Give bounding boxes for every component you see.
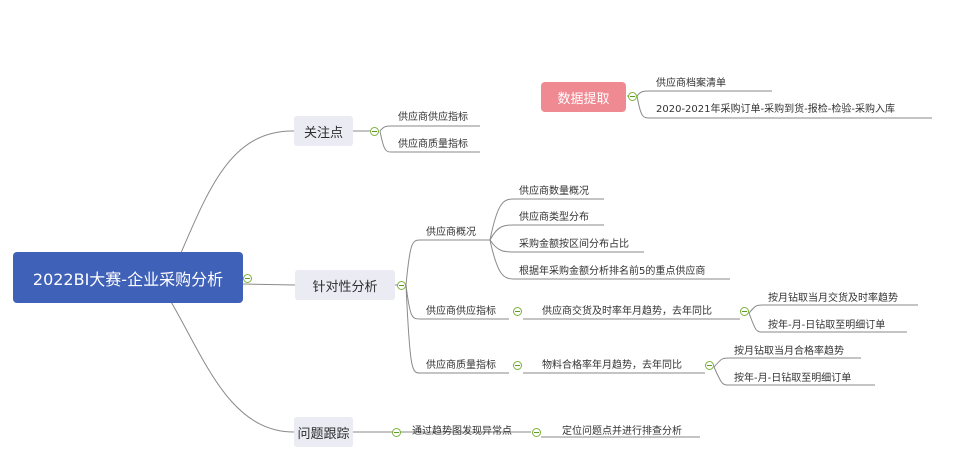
focus-label: 关注点 [303, 125, 343, 141]
quality-trend[interactable]: 物料合格率年月趋势，去年同比 [542, 360, 682, 371]
supply-item-2[interactable]: 按年-月-日钻取至明细订单 [768, 320, 886, 331]
supply-item-1[interactable]: 按月钻取当月交货及时率趋势 [768, 293, 898, 304]
focus-item-1[interactable]: 供应商供应指标 [398, 112, 468, 123]
quality-item-2[interactable]: 按年-月-日钻取至明细订单 [734, 373, 852, 384]
supply-node[interactable]: 供应商供应指标 [426, 306, 496, 317]
supply-collapse-icon[interactable] [513, 307, 522, 316]
extract-item-2[interactable]: 2020-2021年采购订单-采购到货-报检-检验-采购入库 [656, 104, 895, 115]
tracking-step-2[interactable]: 定位问题点并进行排查分析 [562, 426, 682, 437]
overview-item-2[interactable]: 供应商类型分布 [519, 212, 589, 223]
focus-collapse-icon[interactable] [370, 127, 379, 136]
overview-item-1[interactable]: 供应商数量概况 [519, 186, 589, 197]
root-label: 2022BI大赛-企业采购分析 [32, 269, 224, 289]
focus-item-2[interactable]: 供应商质量指标 [398, 139, 468, 150]
overview-item-4[interactable]: 根据年采购金额分析排名前5的重点供应商 [519, 266, 706, 277]
overview-node[interactable]: 供应商概况 [426, 227, 476, 238]
extract-label: 数据提取 [557, 91, 610, 107]
supply-trend[interactable]: 供应商交货及时率年月趋势，去年同比 [542, 306, 712, 317]
tracking-step-collapse-icon[interactable] [532, 428, 541, 437]
targeted-node[interactable]: 针对性分析 [295, 270, 395, 300]
extract-collapse-icon[interactable] [628, 92, 637, 101]
tracking-step-1[interactable]: 通过趋势图发现异常点 [412, 426, 512, 437]
extract-node[interactable]: 数据提取 [541, 82, 626, 112]
overview-item-3[interactable]: 采购金额按区间分布占比 [519, 239, 629, 250]
targeted-collapse-icon[interactable] [397, 281, 406, 290]
quality-item-1[interactable]: 按月钻取当月合格率趋势 [734, 346, 844, 357]
focus-node[interactable]: 关注点 [294, 116, 353, 146]
quality-node[interactable]: 供应商质量指标 [426, 360, 496, 371]
tracking-node[interactable]: 问题跟踪 [294, 417, 353, 447]
root-node[interactable]: 2022BI大赛-企业采购分析 [13, 252, 243, 303]
quality-trend-collapse-icon[interactable] [705, 361, 714, 370]
tracking-label: 问题跟踪 [297, 426, 350, 442]
supply-trend-collapse-icon[interactable] [740, 307, 749, 316]
targeted-label: 针对性分析 [312, 279, 378, 295]
root-collapse-icon[interactable] [243, 274, 252, 283]
extract-item-1[interactable]: 供应商档案清单 [656, 78, 726, 89]
quality-collapse-icon[interactable] [513, 361, 522, 370]
tracking-collapse-icon[interactable] [392, 428, 401, 437]
